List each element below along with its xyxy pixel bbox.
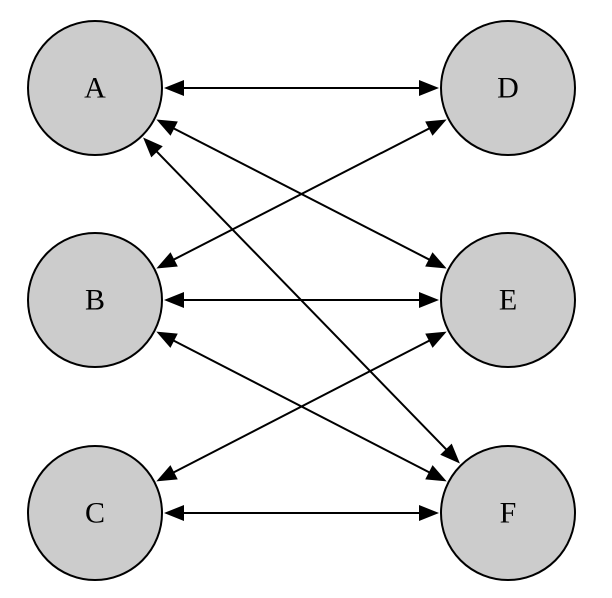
- arrowhead-b-f-end: [425, 465, 447, 482]
- node-label-d: D: [497, 72, 519, 105]
- node-label-a: A: [84, 72, 106, 105]
- node-a: A: [27, 20, 163, 156]
- arrowhead-c-f-end: [419, 505, 439, 521]
- node-label-e: E: [499, 284, 517, 317]
- arrowhead-b-d-start: [156, 252, 178, 269]
- node-f: F: [440, 445, 576, 581]
- arrowhead-c-e-end: [425, 331, 447, 348]
- node-circle-d: [440, 20, 576, 156]
- node-circle-e: [440, 232, 576, 368]
- edge-b-e: [164, 292, 439, 308]
- node-label-c: C: [85, 497, 105, 530]
- edge-c-e: [156, 331, 447, 482]
- node-d: D: [440, 20, 576, 156]
- node-b: B: [27, 232, 163, 368]
- arrowhead-c-e-start: [156, 465, 178, 482]
- node-c: C: [27, 445, 163, 581]
- edge-c-f: [164, 505, 439, 521]
- arrowhead-a-d-end: [419, 80, 439, 96]
- arrowhead-a-d-start: [164, 80, 184, 96]
- arrowhead-a-f-end: [440, 443, 460, 464]
- nodes-layer: A B C D E F: [27, 20, 576, 581]
- node-label-f: F: [500, 497, 517, 530]
- arrowhead-a-e-start: [156, 119, 178, 136]
- edge-b-d: [156, 119, 447, 269]
- edge-line-b-d: [164, 123, 439, 265]
- node-circle-b: [27, 232, 163, 368]
- arrowhead-a-e-end: [425, 252, 447, 269]
- node-label-b: B: [85, 284, 105, 317]
- arrowhead-b-e-start: [164, 292, 184, 308]
- edges-layer: [143, 80, 460, 521]
- arrowhead-a-f-start: [143, 137, 163, 158]
- arrowhead-b-f-start: [156, 331, 178, 348]
- edge-line-c-e: [164, 335, 439, 478]
- edge-a-d: [164, 80, 439, 96]
- node-circle-f: [440, 445, 576, 581]
- node-circle-a: [27, 20, 163, 156]
- arrowhead-b-e-end: [419, 292, 439, 308]
- node-circle-c: [27, 445, 163, 581]
- arrowhead-b-d-end: [425, 119, 447, 136]
- arrowhead-c-f-start: [164, 505, 184, 521]
- node-e: E: [440, 232, 576, 368]
